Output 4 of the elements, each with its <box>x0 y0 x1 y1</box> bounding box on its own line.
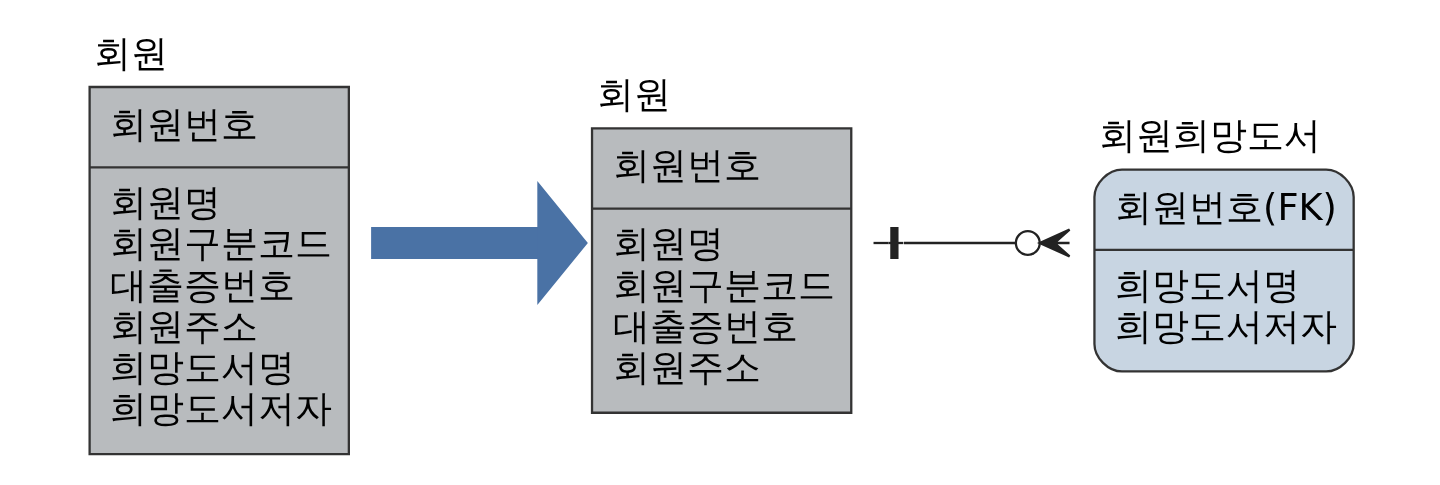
node-label: 회원 <box>596 72 671 116</box>
node-label: 회원희망도서 <box>1098 113 1321 157</box>
arrow <box>370 180 588 305</box>
node-label: 회원 <box>93 31 168 75</box>
